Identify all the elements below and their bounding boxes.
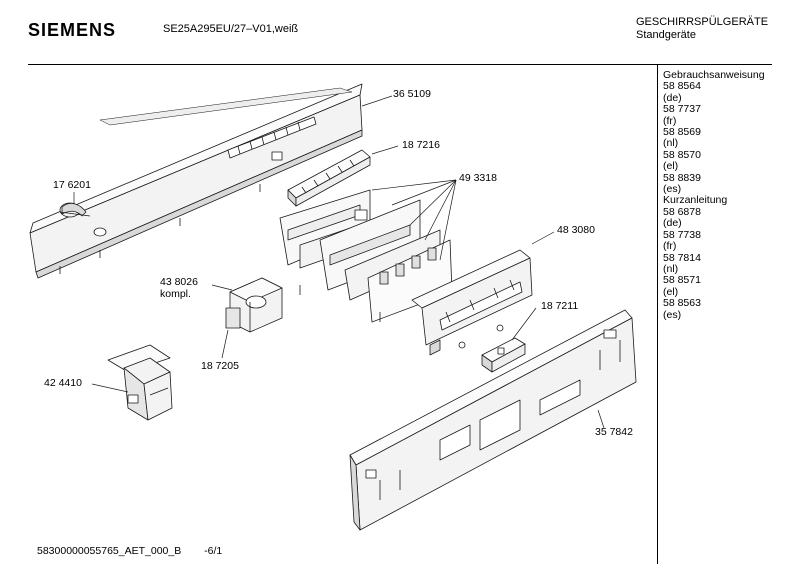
doc-language: (el) bbox=[663, 160, 679, 173]
part-label-357842: 35 7842 bbox=[595, 426, 633, 438]
part-circuit-boards bbox=[279, 189, 453, 323]
part-labels: 36 5109 18 7216 17 6201 49 3318 48 3080 … bbox=[44, 88, 633, 438]
sidebar-divider bbox=[657, 64, 658, 564]
appliance-category: GESCHIRRSPÜLGERÄTE Standgeräte bbox=[636, 16, 768, 42]
doc-language: (fr) bbox=[663, 114, 677, 127]
part-control-panel bbox=[29, 83, 363, 279]
footer: 58300000055765_AET_000_B -6/1 bbox=[37, 545, 222, 557]
doc-number: 58 6878 bbox=[663, 205, 701, 218]
doc-number: 58 7737 bbox=[663, 103, 701, 116]
doc-language: (nl) bbox=[663, 262, 679, 275]
model-number: SE25A295EU/27–V01,weiß bbox=[163, 23, 299, 35]
part-switch-assembly bbox=[225, 277, 283, 333]
part-sensor bbox=[59, 202, 91, 218]
doc-number: 58 8564 bbox=[663, 80, 701, 93]
category-subtitle: Standgeräte bbox=[636, 29, 696, 41]
part-carrier-frame bbox=[411, 249, 533, 356]
doc-language: (de) bbox=[663, 91, 682, 104]
part-label-365109: 36 5109 bbox=[393, 88, 431, 100]
doc-number: 58 8571 bbox=[663, 274, 701, 287]
doc-language: (el) bbox=[663, 285, 679, 298]
brand-logo: SIEMENS bbox=[28, 20, 117, 40]
header-divider bbox=[28, 64, 772, 65]
part-label-187216: 18 7216 bbox=[402, 139, 440, 151]
doc-heading: Gebrauchsanweisung bbox=[663, 69, 765, 81]
doc-heading: Kurzanleitung bbox=[663, 194, 728, 207]
category-title: GESCHIRRSPÜLGERÄTE bbox=[636, 16, 769, 28]
part-label-424410: 42 4410 bbox=[44, 377, 82, 389]
doc-number: 58 8570 bbox=[663, 148, 701, 161]
part-label-483080: 48 3080 bbox=[557, 224, 595, 236]
doc-number: 58 7738 bbox=[663, 228, 701, 241]
part-label-438026-note: kompl. bbox=[160, 288, 191, 300]
doc-language: (fr) bbox=[663, 240, 677, 253]
doc-language: (es) bbox=[663, 183, 682, 196]
doc-language: (de) bbox=[663, 217, 682, 230]
doc-language: (es) bbox=[663, 308, 682, 321]
documentation-list: Gebrauchsanweisung 58 8564 (de) 58 7737 … bbox=[663, 69, 765, 321]
page-number: -6/1 bbox=[204, 545, 223, 557]
part-rear-housing bbox=[349, 309, 637, 531]
part-door-switch bbox=[107, 344, 173, 421]
doc-number: 58 7814 bbox=[663, 251, 701, 264]
part-label-187205: 18 7205 bbox=[201, 360, 239, 372]
doc-number: 58 8569 bbox=[663, 126, 701, 139]
doc-number: 58 8839 bbox=[663, 171, 701, 184]
document-id: 58300000055765_AET_000_B bbox=[37, 545, 182, 557]
doc-language: (nl) bbox=[663, 137, 679, 150]
part-label-187211: 18 7211 bbox=[541, 300, 579, 312]
part-label-176201: 17 6201 bbox=[53, 179, 91, 191]
part-key-strip bbox=[287, 149, 371, 207]
part-label-438026: 43 8026 bbox=[160, 276, 198, 288]
part-small-board bbox=[481, 337, 526, 373]
doc-number: 58 8563 bbox=[663, 297, 701, 310]
part-label-493318: 49 3318 bbox=[459, 172, 497, 184]
leader-lines bbox=[73, 95, 605, 429]
